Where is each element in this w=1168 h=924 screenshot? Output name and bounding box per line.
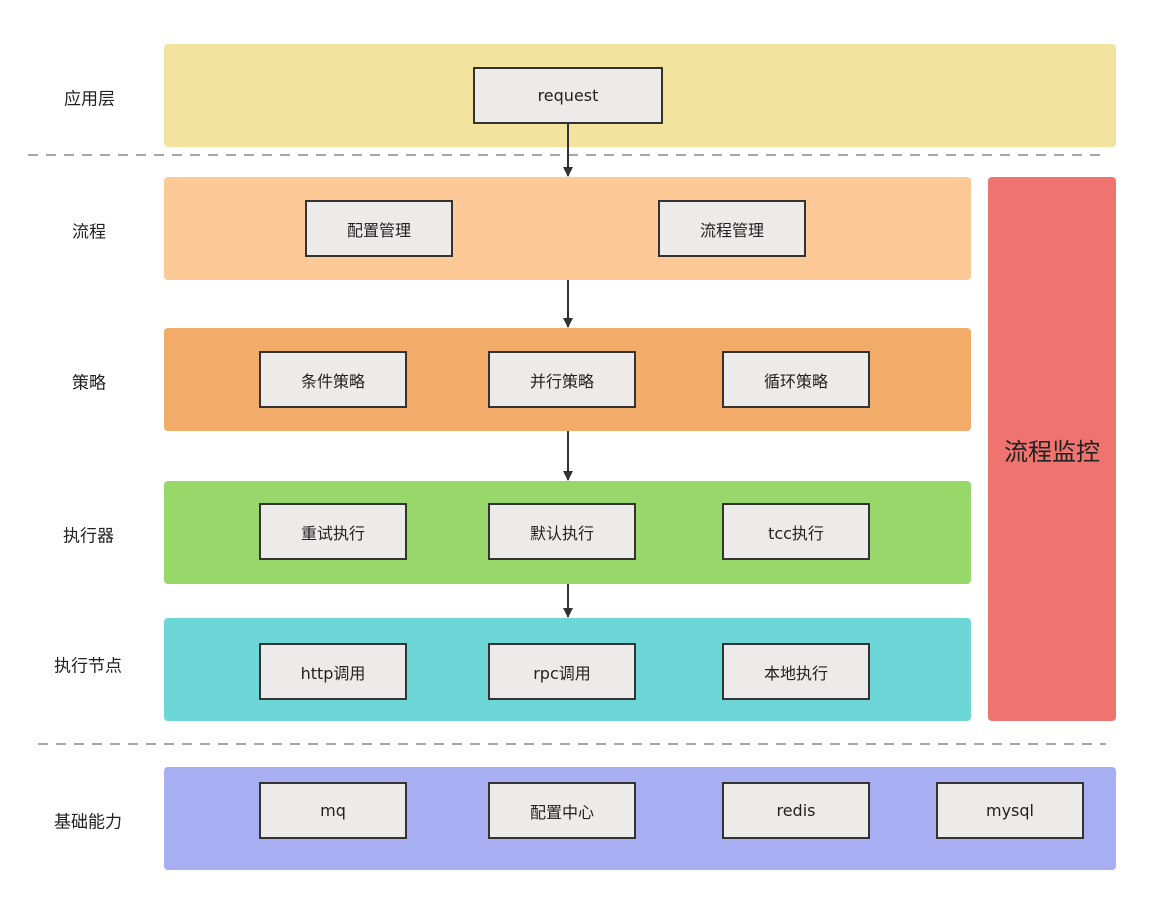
layer-label-flow: 流程 [72, 222, 106, 243]
node-config-center: 配置中心 [488, 782, 636, 839]
node-redis: redis [722, 782, 870, 839]
layer-label-executor: 执行器 [63, 526, 114, 547]
node-http-call: http调用 [259, 643, 407, 700]
node-parallel-strategy: 并行策略 [488, 351, 636, 408]
node-mysql: mysql [936, 782, 1084, 839]
node-local-execution: 本地执行 [722, 643, 870, 700]
node-mq: mq [259, 782, 407, 839]
node-loop-strategy: 循环策略 [722, 351, 870, 408]
node-condition-strategy: 条件策略 [259, 351, 407, 408]
node-rpc-call: rpc调用 [488, 643, 636, 700]
layer-label-app: 应用层 [64, 89, 115, 110]
node-retry-executor: 重试执行 [259, 503, 407, 560]
band-flow [164, 177, 971, 280]
layer-label-base: 基础能力 [54, 812, 122, 833]
node-config-management: 配置管理 [305, 200, 453, 257]
node-flow-management: 流程管理 [658, 200, 806, 257]
monitor-column: 流程监控 [988, 177, 1116, 721]
node-request: request [473, 67, 663, 124]
layer-label-exec-node: 执行节点 [54, 656, 122, 677]
layer-label-strategy: 策略 [72, 373, 106, 394]
node-tcc-executor: tcc执行 [722, 503, 870, 560]
node-default-executor: 默认执行 [488, 503, 636, 560]
monitor-label: 流程监控 [1004, 437, 1100, 466]
